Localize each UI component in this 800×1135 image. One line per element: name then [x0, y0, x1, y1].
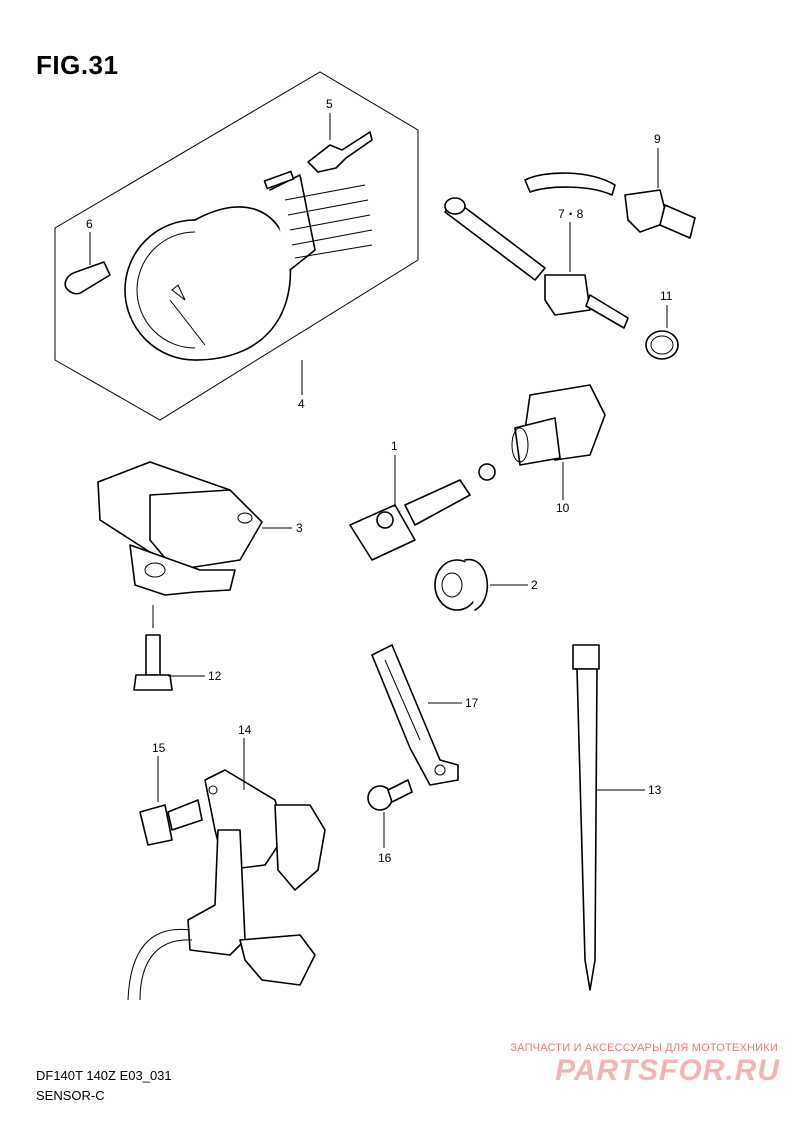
bolt-part-12[interactable]	[133, 634, 173, 691]
sensor-part-1[interactable]	[349, 463, 496, 561]
callout-15[interactable]: 15	[152, 741, 166, 755]
callout-13[interactable]: 13	[648, 783, 662, 797]
watermark-logo: PARTSFOR.RU	[555, 1054, 780, 1087]
bulb-part[interactable]	[64, 261, 111, 295]
callout-5[interactable]: 5	[326, 97, 333, 111]
callout-6[interactable]: 6	[86, 217, 93, 231]
gauge-meter[interactable]	[124, 170, 373, 361]
pin-part[interactable]	[307, 131, 373, 173]
callout-10[interactable]: 10	[556, 501, 570, 515]
watermark-tagline: ЗАПЧАСТИ И АКСЕССУАРЫ ДЛЯ МОТОТЕХНИКИ	[510, 1042, 778, 1054]
callout-17[interactable]: 17	[465, 696, 479, 710]
callout-labels: 1 2 3 4 5 6 7・8 9 10 11 12 13 14 15 16 1…	[86, 97, 673, 865]
callout-2[interactable]: 2	[531, 578, 538, 592]
callout-4[interactable]: 4	[298, 397, 305, 411]
bracket-part-17[interactable]	[371, 644, 459, 786]
screw-part-16[interactable]	[367, 779, 413, 811]
figure-title: FIG.31	[36, 50, 119, 80]
callout-3[interactable]: 3	[296, 521, 303, 535]
cable-tie-part[interactable]	[572, 644, 600, 991]
callout-16[interactable]: 16	[378, 851, 392, 865]
figure-code: DF140T 140Z E03_031	[36, 1068, 172, 1083]
figure-name: SENSOR-C	[36, 1088, 105, 1103]
callout-12[interactable]: 12	[208, 669, 222, 683]
sensor-part-7-8[interactable]	[444, 197, 629, 329]
knock-sensor-part[interactable]	[511, 384, 606, 466]
throttle-sensor-part[interactable]	[127, 769, 326, 1001]
grommet-part[interactable]	[434, 559, 489, 611]
assembly-frame	[54, 71, 419, 421]
bolt-part-15[interactable]	[139, 799, 203, 846]
o-ring-part[interactable]	[645, 330, 679, 360]
callout-7-8[interactable]: 7・8	[558, 207, 584, 221]
callout-11[interactable]: 11	[660, 289, 673, 303]
callout-1[interactable]: 1	[391, 439, 398, 453]
leader-lines	[89, 113, 668, 848]
map-sensor-part[interactable]	[97, 461, 263, 596]
callout-9[interactable]: 9	[654, 132, 661, 146]
sensor-part-9[interactable]	[524, 172, 696, 239]
callout-14[interactable]: 14	[238, 723, 252, 737]
